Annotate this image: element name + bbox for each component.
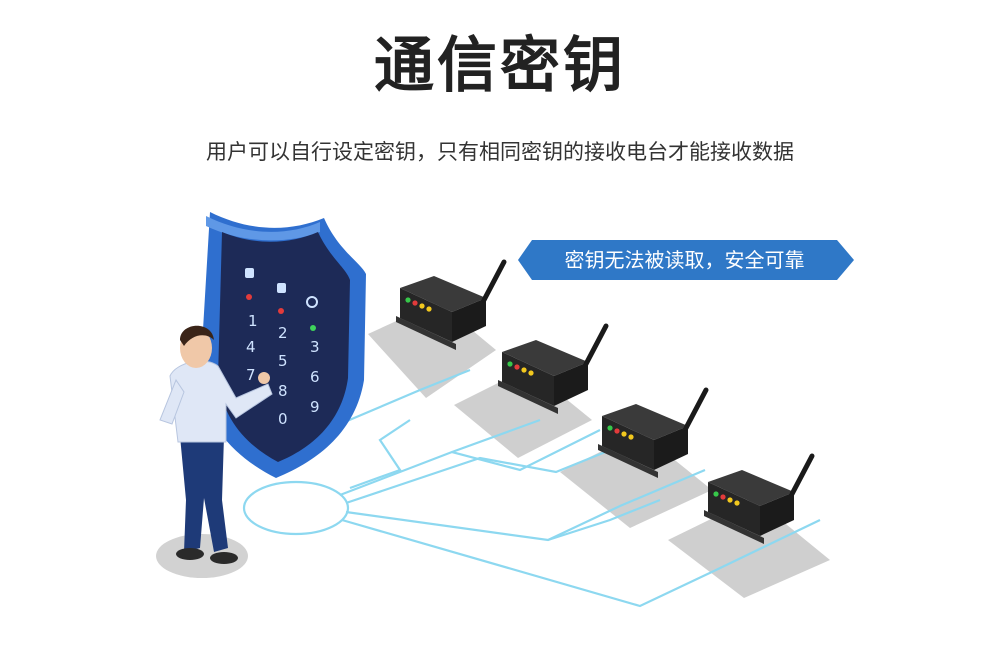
device-side [554,362,588,406]
badge-label: 密钥无法被读取，安全可靠 [564,248,805,272]
keypad-key[interactable]: 5 [278,352,288,370]
status-led-icon [528,370,534,376]
radio-device-1 [396,259,507,350]
status-led-icon [713,491,719,497]
device-side [452,298,486,342]
radio-device-4 [704,453,815,544]
green-led-icon [310,325,316,331]
keypad-key[interactable]: 2 [278,324,288,342]
shield-rim [206,216,320,241]
info-badge [518,240,854,280]
radio-device-3 [598,387,709,478]
keypad-key[interactable]: 3 [310,338,320,356]
status-led-icon [720,494,726,500]
status-led-icon [727,497,733,503]
key-icon [306,296,318,308]
red-led-icon [278,308,284,314]
device-side [654,426,688,470]
person-figure [159,325,273,564]
page-title: 通信密钥 [374,31,626,101]
circuit-node [242,480,350,536]
person-shoe [210,552,238,564]
person-hair [180,325,214,346]
circuit-line-3 [345,468,706,542]
circuit-line-8 [547,498,661,542]
device-top [400,276,486,312]
status-led-icon [426,306,432,312]
keypad-key[interactable]: 7 [246,366,256,384]
person-legs [180,436,228,552]
device-top [602,404,688,440]
device-foot [598,444,658,478]
device-foot [498,380,558,414]
status-led-icon [614,428,620,434]
keypad-key[interactable]: 4 [246,338,256,356]
radio-device-2 [498,323,609,414]
red-led-icon [246,294,252,300]
antenna-icon [481,259,507,303]
status-led-icon [514,364,520,370]
circuit-line-7 [451,418,541,454]
unlock-icon [277,283,286,293]
page-subtitle: 用户可以自行设定密钥，只有相同密钥的接收电台才能接收数据 [206,140,794,164]
person-shoe [176,548,204,560]
keypad-key[interactable]: 1 [248,312,258,330]
status-led-icon [607,425,613,431]
device-top [502,340,588,376]
status-led-icon [628,434,634,440]
antenna-icon [683,387,709,431]
keypad-key[interactable]: 9 [310,398,320,416]
person-shirt [169,360,273,443]
person-hand [258,372,270,384]
person-arm [159,378,185,425]
device-foot [704,510,764,544]
keypad-status [245,268,318,331]
status-led-icon [405,297,411,303]
device-top [708,470,794,506]
radio-devices [396,259,815,544]
circuit-line-4 [341,518,821,608]
device-shadow-2 [454,368,592,458]
status-led-icon [412,300,418,306]
circuit-lines [242,368,821,608]
status-led-icon [734,500,740,506]
status-led-icon [521,367,527,373]
circuit-line-5 [349,419,411,490]
circuit-line-2 [345,436,641,505]
device-side [760,492,794,536]
keypad: 1 2 3 4 5 6 7 8 9 0 [246,312,320,428]
circuit-line-6 [339,368,471,426]
keypad-key[interactable]: 8 [278,382,288,400]
antenna-icon [789,453,815,497]
status-led-icon [419,303,425,309]
keypad-key[interactable]: 0 [278,410,288,428]
device-foot [396,316,456,350]
badge-shape [518,240,854,280]
circuit-line-1 [339,429,601,497]
status-led-icon [507,361,513,367]
device-shadow-4 [668,498,830,598]
keypad-key[interactable]: 6 [310,368,320,386]
antenna-icon [583,323,609,367]
status-led-icon [621,431,627,437]
lock-icon [245,268,254,278]
